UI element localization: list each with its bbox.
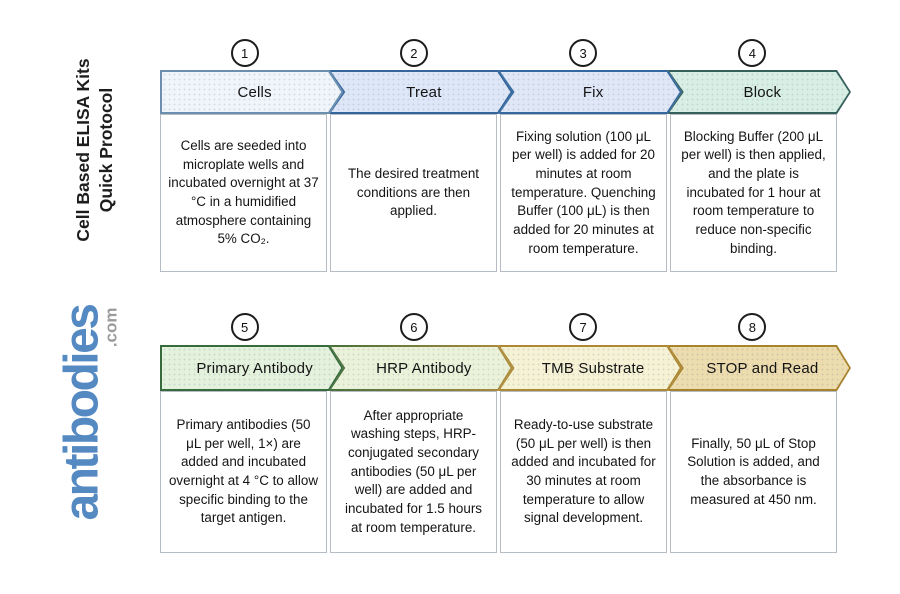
step-descriptions-row-1: Cells are seeded into microplate wells a… <box>160 114 837 272</box>
step-arrow-block: Block <box>668 70 851 114</box>
step-number-badge-2: 2 <box>399 39 428 67</box>
step-arrow-fix: Fix <box>499 70 682 114</box>
step-arrow-tmb-substrate: TMB Substrate <box>499 345 682 391</box>
step-label-stop-and-read: STOP and Read <box>706 359 819 377</box>
step-label-cells: Cells <box>237 83 272 101</box>
step-body-box-1: Cells are seeded into microplate wells a… <box>160 114 327 272</box>
step-label-tmb-substrate: TMB Substrate <box>541 359 645 377</box>
step-arrow-stop-and-read: STOP and Read <box>668 345 851 391</box>
step-headers-row-1: Cells Treat Fix Block <box>160 70 851 114</box>
step-label-hrp-antibody: HRP Antibody <box>376 359 472 377</box>
step-body-text-4: Blocking Buffer (200 μL per well) is the… <box>681 128 826 256</box>
step-arrow-primary-antibody: Primary Antibody <box>160 345 343 391</box>
step-arrow-cells: Cells <box>160 70 343 114</box>
step-arrow-hrp-antibody: HRP Antibody <box>329 345 512 391</box>
step-body-text-5: Primary antibodies (50 μL per well, 1×) … <box>168 417 318 526</box>
step-number-badge-7: 7 <box>569 313 598 341</box>
step-numbers-row-2: 5 6 7 8 <box>160 313 837 341</box>
step-body-text-3: Fixing solution (100 μL per well) is add… <box>511 128 656 256</box>
step-number-badge-5: 5 <box>230 313 259 341</box>
step-label-primary-antibody: Primary Antibody <box>196 359 313 377</box>
step-body-text-1: Cells are seeded into microplate wells a… <box>168 138 319 247</box>
step-headers-row-2: Primary Antibody HRP Antibody TMB Substr… <box>160 345 851 391</box>
brand-logo: antibodies .com <box>55 305 121 521</box>
step-body-box-4: Blocking Buffer (200 μL per well) is the… <box>670 114 837 272</box>
step-body-box-3: Fixing solution (100 μL per well) is add… <box>500 114 667 272</box>
step-number-badge-3: 3 <box>569 39 598 67</box>
step-number-badge-1: 1 <box>230 39 259 67</box>
step-arrow-treat: Treat <box>329 70 512 114</box>
protocol-title-line1: Cell Based ELISA Kits <box>72 58 93 242</box>
step-body-box-8: Finally, 50 μL of Stop Solution is added… <box>670 391 837 553</box>
step-number-badge-8: 8 <box>738 313 767 341</box>
step-body-box-2: The desired treatment conditions are the… <box>330 114 497 272</box>
brand-logo-text: antibodies <box>55 305 109 521</box>
protocol-title-line2: Quick Protocol <box>96 87 116 213</box>
step-body-text-8: Finally, 50 μL of Stop Solution is added… <box>687 435 820 507</box>
step-numbers-row-1: 1 2 3 4 <box>160 39 837 67</box>
protocol-title: Cell Based ELISA Kits Quick Protocol <box>72 58 118 241</box>
step-body-text-7: Ready-to-use substrate (50 μL per well) … <box>511 417 656 526</box>
step-label-treat: Treat <box>406 83 442 101</box>
step-number-badge-4: 4 <box>738 39 767 67</box>
step-body-text-6: After appropriate washing steps, HRP-con… <box>345 407 482 535</box>
step-body-box-5: Primary antibodies (50 μL per well, 1×) … <box>160 391 327 553</box>
step-body-box-6: After appropriate washing steps, HRP-con… <box>330 391 497 553</box>
step-body-text-2: The desired treatment conditions are the… <box>348 166 479 219</box>
step-number-badge-6: 6 <box>399 313 428 341</box>
step-descriptions-row-2: Primary antibodies (50 μL per well, 1×) … <box>160 391 837 553</box>
step-body-box-7: Ready-to-use substrate (50 μL per well) … <box>500 391 667 553</box>
step-label-fix: Fix <box>582 83 604 101</box>
step-label-block: Block <box>743 83 782 101</box>
